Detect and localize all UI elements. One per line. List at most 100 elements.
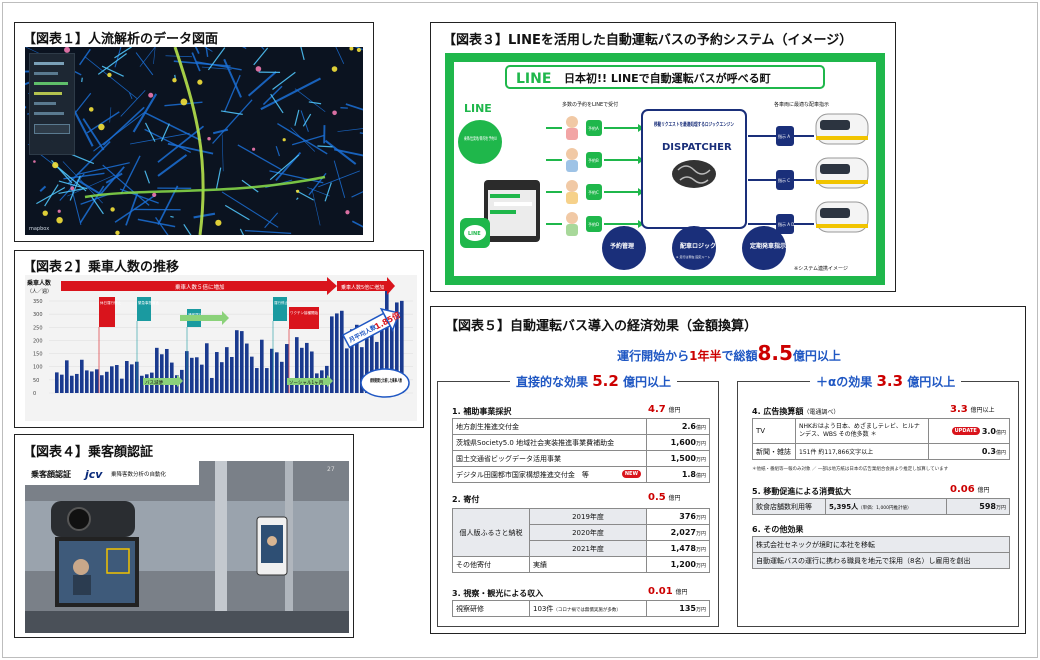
person-body [566,192,578,204]
banner-text-2: 乗車人数5倍に増加 [341,284,384,291]
reservation-ui-text: 乗降/出発地/目的地 予約UI [464,135,497,142]
hotspot-dot [207,137,211,141]
ridership-bar [335,313,339,393]
street-line [275,145,281,157]
bus-stripe [816,224,868,228]
s2-row-year: 2020年度 [529,524,647,541]
ridership-bar [100,375,104,393]
control-row[interactable] [34,82,68,85]
ridership-bar [370,325,374,393]
ridership-bar [205,343,209,393]
s1-row-value-num: 2.6 [681,422,696,431]
face-recognition-photo: 乗客顔認証 jcv 乗降客数分析の自動化 27 [25,461,349,633]
s3-row-sub: 103件（コロナ禍では無償実施が多数） [529,600,647,617]
s4-amount: 3.3 億円以上 [950,404,995,415]
street-line [296,197,299,200]
ridership-bar [85,370,89,393]
person-body [566,160,578,172]
s3-amount: 0.01 億円 [648,586,688,597]
ridership-bar [240,331,244,393]
bus-interior-photo: 乗客顔認証 jcv 乗降客数分析の自動化 27 [25,461,349,633]
map-brand-logo: mapbox [29,226,50,232]
style-dropdown[interactable] [34,124,70,134]
control-row[interactable] [34,102,56,105]
s1-amount-unit: 億円 [668,407,681,414]
street-line [354,47,363,51]
s4-amount-value: 3.3 [950,404,968,415]
street-line [300,110,309,132]
s4-footnote: ＊他紙・番組等一報のみ対象 ／ 一部は地方紙は日本の広告業組合会員より推定し加算… [752,467,949,472]
photo-corner-number: 27 [327,466,335,473]
hotspot-dot [197,79,203,85]
bus-stripe [816,180,868,184]
red-banner-arrowhead [327,277,337,295]
s3-row-name: 視察研修 [452,600,530,617]
hotspot-dot [345,210,350,215]
bus-window [820,208,850,218]
street-line [132,93,158,133]
hotspot-dot [349,47,354,51]
total-headline: 運行開始から1年半で総額8.5億円以上 [431,341,1025,365]
face-on-screen [73,559,89,575]
y-tick-label: 200 [33,338,43,344]
y-axis-label: 乗車人数 [26,279,52,287]
street-line [224,204,250,221]
s1-amount-value: 4.7 [648,404,666,415]
ridership-bar [235,330,239,393]
ridership-bar [55,372,59,393]
ridership-bar [90,371,94,393]
vaccine-arrowhead [222,311,229,325]
s5-amount-value: 0.06 [950,484,975,495]
s5-amount: 0.06 億円 [950,484,990,495]
street-line [212,99,253,144]
ridership-bar [375,341,379,393]
s2-row-value: 1,478万円 [646,540,710,557]
s5-row-text: 5,395人（単価：1,000円推計値） [825,498,947,515]
control-row[interactable] [34,92,62,95]
s2-row-value-num: 1,478 [670,544,696,553]
street-line [244,229,292,235]
s1-row-value: 1,500万円 [646,450,710,467]
function-circle [602,226,646,270]
new-badge: NEW [621,469,641,478]
control-row[interactable] [34,62,64,65]
plus-label: ＋αの効果 [816,375,873,389]
street-line [79,185,105,224]
s1-row-value: 2.6億円 [646,418,710,435]
header-line-logo: LINE [516,71,551,87]
street-line [114,47,132,59]
hotspot-dot [152,192,157,197]
direct-unit: 億円以上 [622,375,671,389]
table-row: 新聞・雑誌 151件 約117,866文字以上 0.3億円 [752,443,1010,460]
street-line [333,160,346,199]
street-line [183,223,192,235]
street-line [79,48,91,66]
header-banner [505,65,825,89]
figure-3-panel: 【図表３】LINEを活用した自動運転バスの予約システム（イメージ） LINE 日… [430,22,896,292]
s1-row-value: 1.8億円 [646,466,710,483]
street-line [101,65,124,77]
control-row[interactable] [34,72,58,75]
s1-row-text: 茨城県Society5.0 地域社会実装推進事業費補助金 [456,438,615,447]
jcv-logo: jcv [83,468,103,481]
s2-row-value: 376万円 [646,508,710,525]
s3-row-value-unit: 万円 [695,607,706,613]
street-line [67,174,115,197]
hotspot-dot [56,216,63,224]
s1-row-value-num: 1,500 [670,454,696,463]
reservation-label: 予約B [588,157,599,163]
street-line [260,77,322,111]
ridership-bar [360,347,364,393]
hotspot-dot [215,219,222,226]
person-icon [566,148,578,160]
control-row[interactable] [34,112,64,115]
dispatch-label: 指示 A D [778,221,794,227]
s5-row-note: （単価：1,000円推計値） [858,505,912,511]
s2-other-value-unit: 万円 [695,563,706,569]
hotspot-dot [255,66,262,72]
hotspot-dot [107,72,112,78]
s1-row-value-unit: 万円 [695,441,706,447]
street-line [247,71,277,97]
